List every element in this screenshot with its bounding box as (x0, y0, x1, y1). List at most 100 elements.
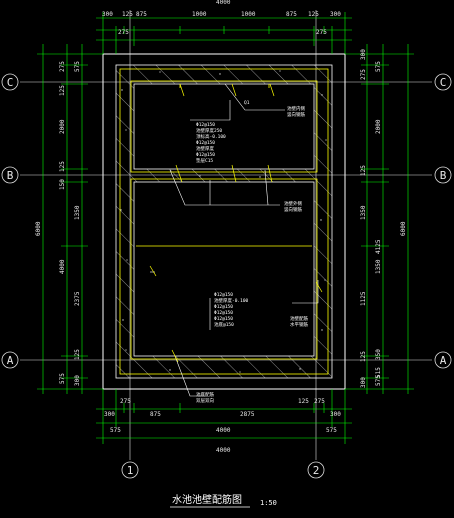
axis-bubble-a-left (1, 351, 19, 369)
dim-bot-g: 300 (330, 411, 341, 418)
dim-bot-overall: 4000 (216, 447, 231, 454)
dim-right-h: 125 (360, 351, 367, 362)
dim-bot-d: 2875 (240, 411, 255, 418)
leader-lines (150, 83, 319, 397)
dim-bot-c: 875 (150, 411, 161, 418)
dim-right-m: 350 (375, 349, 382, 360)
note-leader-2: 池壁外侧 (284, 200, 302, 207)
dim-text-left: 6000 275 125 2000 125 150 4000 1350 2375… (35, 61, 81, 386)
dim-top-e: 1000 (241, 11, 256, 18)
axis-bubble-a-right (434, 351, 452, 369)
dim-top-overall: 4000 (216, 0, 231, 6)
drawing-title: 水池池壁配筋图 (172, 493, 242, 506)
note-leader-1: 池壁内侧 (287, 105, 305, 112)
dim-right-d: 125 (360, 165, 367, 176)
wall-hatch (116, 65, 332, 378)
axis-labels: C B A C B A 1 2 (7, 76, 447, 477)
axis-bubble-1 (121, 461, 139, 479)
note-leader-3b: 水平钢筋 (290, 321, 308, 328)
note-upper-3: 顶标高-0.100 (196, 133, 226, 140)
dim-right-overall: 6000 (400, 221, 407, 236)
dim-right-g: 1125 (360, 291, 367, 306)
axis-bubble-2 (307, 461, 325, 479)
axis-bubble-b-right (434, 166, 452, 184)
dim-top-j: 275 (316, 29, 327, 36)
rebar-lines (119, 68, 329, 375)
dim-right-e: 1350 (360, 205, 367, 220)
dim-top-a: 300 (102, 11, 113, 18)
dim-left-f: 4000 (59, 259, 66, 274)
dim-left-i: 125 (74, 349, 81, 360)
axis-label-b-left: B (7, 169, 14, 182)
axis-label-a-left: A (7, 354, 14, 367)
dim-left-d: 125 (59, 161, 66, 172)
axis-label-2: 2 (313, 464, 320, 477)
axis-label-c-right: C (440, 76, 447, 89)
axis-bubble-c-right (434, 73, 452, 91)
dim-left-e: 150 (59, 179, 66, 190)
dim-top-c: 875 (136, 11, 147, 18)
axis-bubble-b-left (1, 166, 19, 184)
dim-left-h: 2375 (74, 291, 81, 306)
axis-bubble-c-left (1, 73, 19, 91)
axis-label-1: 1 (127, 464, 134, 477)
dim-right-f: 1350 (375, 259, 382, 274)
note-lower-5: Φ12@150 (214, 316, 233, 322)
leader-ticks (149, 83, 323, 363)
note-q1-label: Q1 (244, 100, 250, 106)
dim-bot-i: 4000 (216, 427, 231, 434)
dim-right-a: 575 (375, 61, 382, 72)
note-lower-4: Φ12@150 (214, 310, 233, 316)
dim-top-f: 875 (286, 11, 297, 18)
notes-lower: Φ12@150 池壁厚度-0.100 Φ12@150 Φ12@150 Φ12@1… (196, 292, 308, 404)
dim-bot-f: 275 (314, 398, 325, 405)
drawing-scale: 1:50 (260, 499, 277, 507)
dimension-lines (42, 17, 409, 439)
dim-left-j: 575 (59, 373, 66, 384)
dim-left-b: 125 (59, 85, 66, 96)
axis-bubbles (1, 73, 452, 479)
note-lower-2: 池壁厚度-0.100 (214, 297, 249, 304)
dim-left-g: 1350 (74, 205, 81, 220)
dim-text-top: 4000 300 125 875 1000 1000 875 125 300 2… (102, 0, 341, 36)
dim-right-l: 4125 (375, 239, 382, 254)
note-upper-1: Φ12@150 (196, 122, 215, 128)
dimension-ticks (37, 12, 414, 444)
note-upper-5: 池壁厚度 (196, 145, 214, 152)
dim-top-b: 125 (122, 11, 133, 18)
dim-right-k: 300 (360, 377, 367, 388)
dim-left-c: 2000 (59, 119, 66, 134)
note-leader-4b: 双层双向 (196, 397, 214, 404)
concrete-speckles (120, 70, 327, 373)
dim-left-k: 575 (74, 61, 81, 72)
dim-bot-h: 575 (110, 427, 121, 434)
foundation-outline (102, 53, 346, 390)
dim-bot-a: 300 (104, 411, 115, 418)
notes-upper: Q1 Φ12@150 池壁厚度250 顶标高-0.100 Φ12@150 池壁厚… (196, 100, 305, 213)
dim-right-i: 575 (375, 375, 382, 386)
dim-right-c: 2000 (375, 119, 382, 134)
note-upper-6: Φ12@150 (196, 152, 215, 158)
dim-right-n: 515 (375, 367, 382, 378)
dim-bot-e: 125 (298, 398, 309, 405)
axis-label-c-left: C (7, 76, 14, 89)
dim-top-i: 275 (118, 29, 129, 36)
dim-text-right: 6000 575 275 2000 125 1350 1350 1125 125… (360, 49, 407, 388)
dim-right-b: 275 (360, 69, 367, 80)
dim-top-g: 125 (308, 11, 319, 18)
note-upper-7: 垫层C15 (196, 157, 213, 164)
note-leader-2b: 竖向钢筋 (284, 206, 302, 213)
note-leader-1b: 竖向钢筋 (287, 111, 305, 118)
axis-label-b-right: B (440, 169, 447, 182)
dim-left-l: 300 (74, 375, 81, 386)
note-lower-1: Φ12@150 (214, 292, 233, 298)
dim-right-j: 300 (360, 49, 367, 60)
dim-left-a: 275 (59, 61, 66, 72)
note-leader-4: 池底配筋 (196, 391, 214, 398)
dim-left-overall: 6000 (35, 221, 42, 236)
wall-outlines (115, 64, 333, 379)
dim-text-bottom: 300 275 875 2875 125 275 300 575 4000 57… (104, 398, 341, 454)
dim-top-d: 1000 (192, 11, 207, 18)
note-upper-2: 池壁厚度250 (196, 127, 222, 134)
